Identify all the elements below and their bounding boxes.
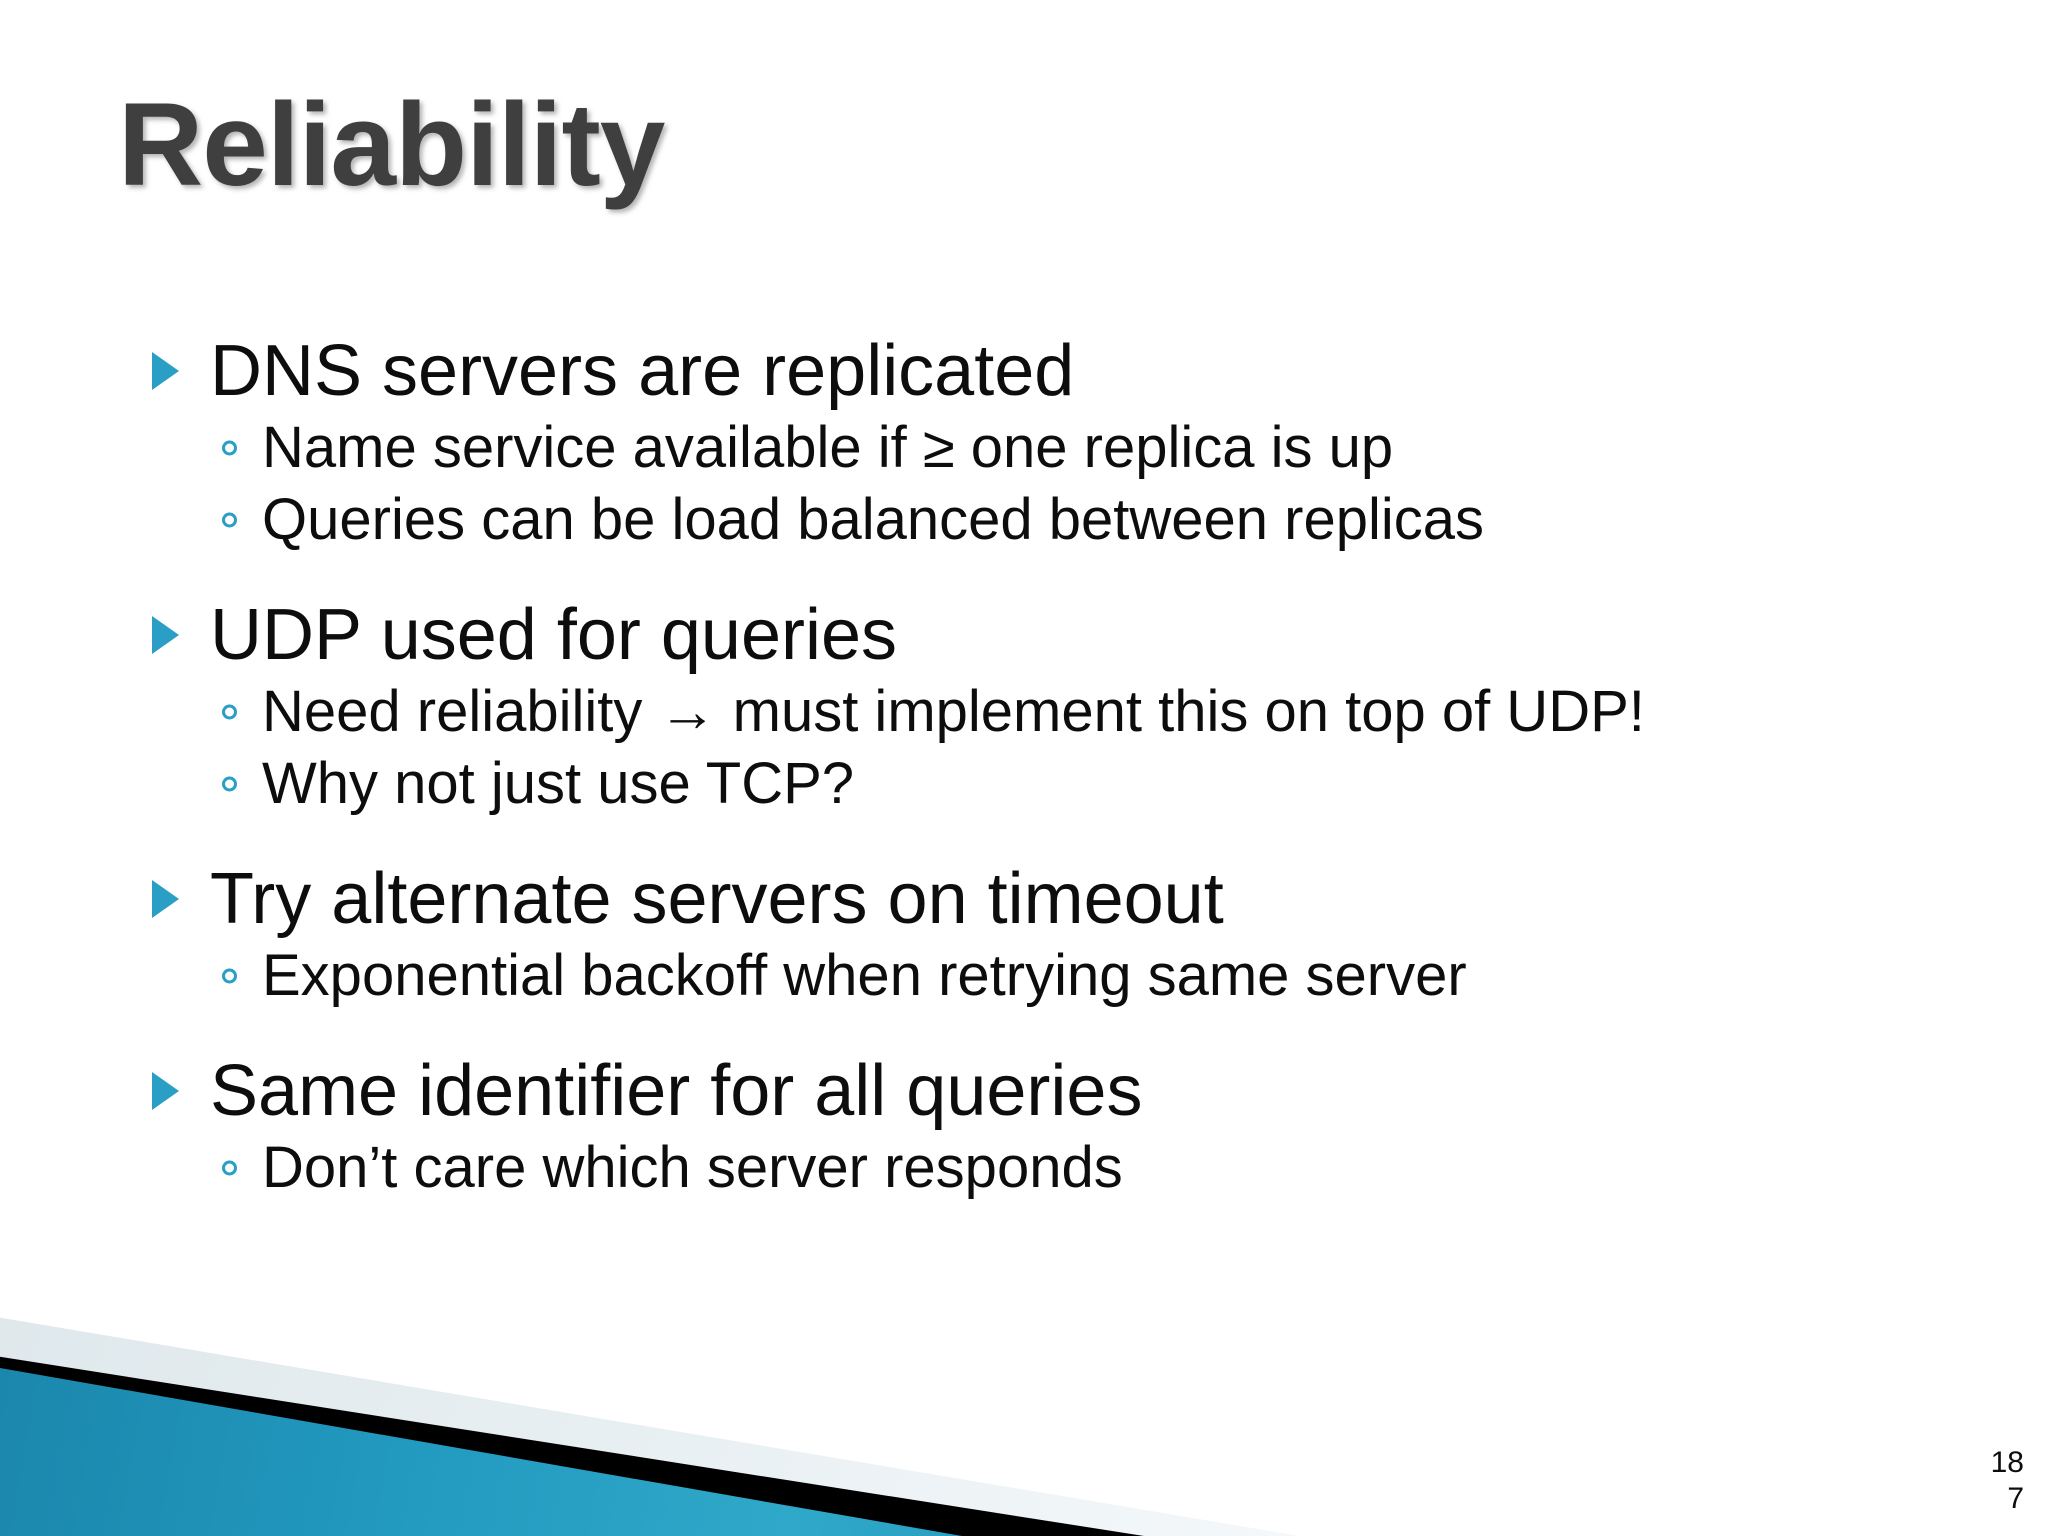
bullet-level1-label: Try alternate servers on timeout xyxy=(210,858,1224,939)
bullet-group: DNS servers are replicated Name service … xyxy=(0,330,2048,556)
bullet-level2-label: Exponential backoff when retrying same s… xyxy=(262,942,1467,1008)
bullet-level1: Same identifier for all queries xyxy=(0,1050,2048,1132)
page-number-line: 7 xyxy=(2007,1482,2024,1516)
bullet-level2-label: Why not just use TCP? xyxy=(262,750,855,816)
bullet-level2-label: Need reliability → must implement this o… xyxy=(262,678,1645,744)
triangle-bullet-icon xyxy=(152,352,179,391)
circle-bullet-icon xyxy=(222,776,237,792)
triangle-bullet-icon xyxy=(152,1071,179,1110)
bullet-level2-label: Name service available if ≥ one replica … xyxy=(262,415,1394,481)
circle-bullet-icon xyxy=(222,440,237,456)
triangle-bullet-icon xyxy=(152,879,179,918)
bullet-level1-label: Same identifier for all queries xyxy=(210,1050,1143,1131)
triangle-bullet-icon xyxy=(152,615,179,654)
circle-bullet-icon xyxy=(222,968,237,984)
corner-decoration-graphic xyxy=(0,1256,1300,1536)
circle-bullet-icon xyxy=(222,1160,237,1176)
bullet-group: Try alternate servers on timeout Exponen… xyxy=(0,858,2048,1012)
bullet-level1-label: UDP used for queries xyxy=(210,594,898,675)
circle-bullet-icon xyxy=(222,512,237,528)
page-number: 18 7 xyxy=(1964,1445,2024,1518)
bullet-level2: Name service available if ≥ one replica … xyxy=(0,412,2048,484)
bullet-level2: Exponential backoff when retrying same s… xyxy=(0,940,2048,1012)
slide-body: DNS servers are replicated Name service … xyxy=(0,330,2048,1242)
bullet-level1: Try alternate servers on timeout xyxy=(0,858,2048,940)
decoration-band-black xyxy=(0,1356,1144,1536)
bullet-level1: DNS servers are replicated xyxy=(0,330,2048,412)
page-number-line: 18 xyxy=(1990,1445,2024,1479)
circle-bullet-icon xyxy=(222,704,237,720)
bullet-level2: Why not just use TCP? xyxy=(0,748,2048,820)
bullet-level2: Don’t care which server responds xyxy=(0,1132,2048,1204)
bullet-level1: UDP used for queries xyxy=(0,594,2048,676)
bullet-level2-label: Don’t care which server responds xyxy=(262,1134,1123,1200)
bullet-group: Same identifier for all queries Don’t ca… xyxy=(0,1050,2048,1204)
bullet-level2: Need reliability → must implement this o… xyxy=(0,676,2048,748)
bullet-group: UDP used for queries Need reliability → … xyxy=(0,594,2048,820)
bullet-level2-label: Queries can be load balanced between rep… xyxy=(262,486,1485,552)
bullet-level2: Queries can be load balanced between rep… xyxy=(0,484,2048,556)
decoration-band-light xyxy=(0,1317,1300,1536)
decoration-band-teal xyxy=(0,1368,962,1536)
bullet-level1-label: DNS servers are replicated xyxy=(210,331,1075,411)
page-title: Reliability xyxy=(118,79,665,211)
